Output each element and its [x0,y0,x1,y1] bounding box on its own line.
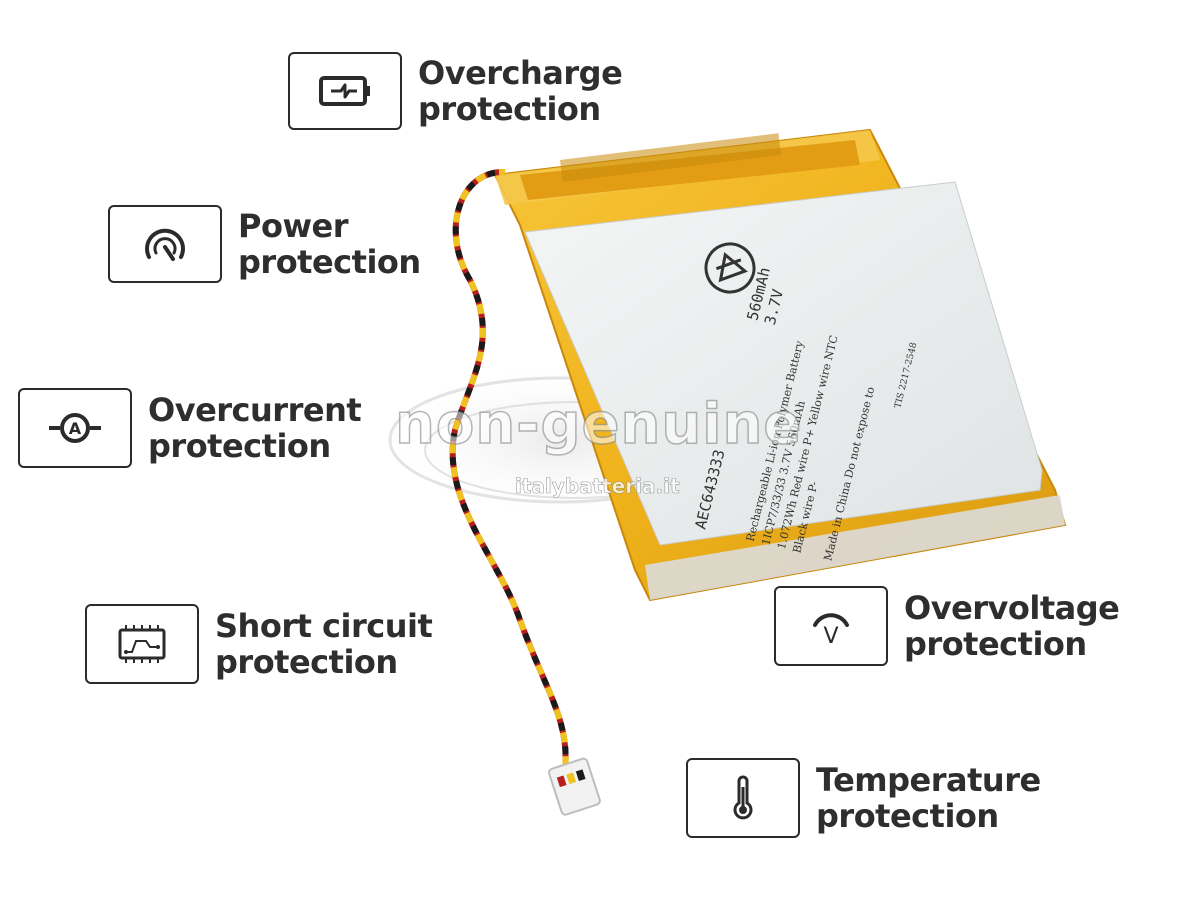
svg-text:A: A [69,419,82,438]
watermark-site: italybatteria.it [515,474,680,499]
ammeter-icon: A [49,413,101,443]
feature-icon-frame [108,205,222,283]
feature-icon-frame: V [774,586,888,666]
feature-subtitle: protection [418,90,601,128]
certification-logo [704,242,756,294]
feature-icon-frame [85,604,199,684]
feature-overcharge: Overcharge protection [288,52,623,130]
thermometer-icon [733,775,753,820]
wire-connector [548,757,601,816]
feature-title: Short circuit [215,607,433,645]
feature-label: Overvoltage protection [904,589,1120,663]
feature-label: Overcharge protection [418,54,623,128]
feature-overcurrent: A Overcurrent protection [18,388,362,468]
feature-label: Overcurrent protection [148,391,362,465]
feature-title: Overcurrent [148,391,362,429]
feature-title: Temperature [816,761,1041,799]
battery-label-panel [524,181,1043,546]
svg-text:V: V [823,624,838,649]
feature-label: Power protection [238,208,421,280]
feature-icon-frame: A [18,388,132,468]
feature-title: Overvoltage [904,589,1120,627]
feature-short-circuit: Short circuit protection [85,604,433,684]
watermark-text: non-genuine [394,391,803,458]
feature-label: Short circuit protection [215,607,433,681]
feature-power: Power protection [108,205,421,283]
circuit-board-icon [118,625,166,663]
feature-subtitle: protection [904,625,1087,663]
feature-overvoltage: V Overvoltage protection [774,586,1120,666]
voltmeter-icon: V [813,613,849,649]
feature-subtitle: protection [148,427,331,465]
feature-icon-frame [288,52,402,130]
feature-title: Power [238,207,348,245]
feature-label: Temperature protection [816,762,1041,834]
feature-subtitle: protection [238,243,421,281]
feature-title: Overcharge [418,54,623,92]
power-gauge-icon [145,228,185,261]
feature-icon-frame [686,758,800,838]
feature-subtitle: protection [215,643,398,681]
battery-wire [449,168,569,771]
battery-charge-icon [319,76,370,106]
feature-subtitle: protection [816,797,999,835]
feature-temperature: Temperature protection [686,758,1041,838]
